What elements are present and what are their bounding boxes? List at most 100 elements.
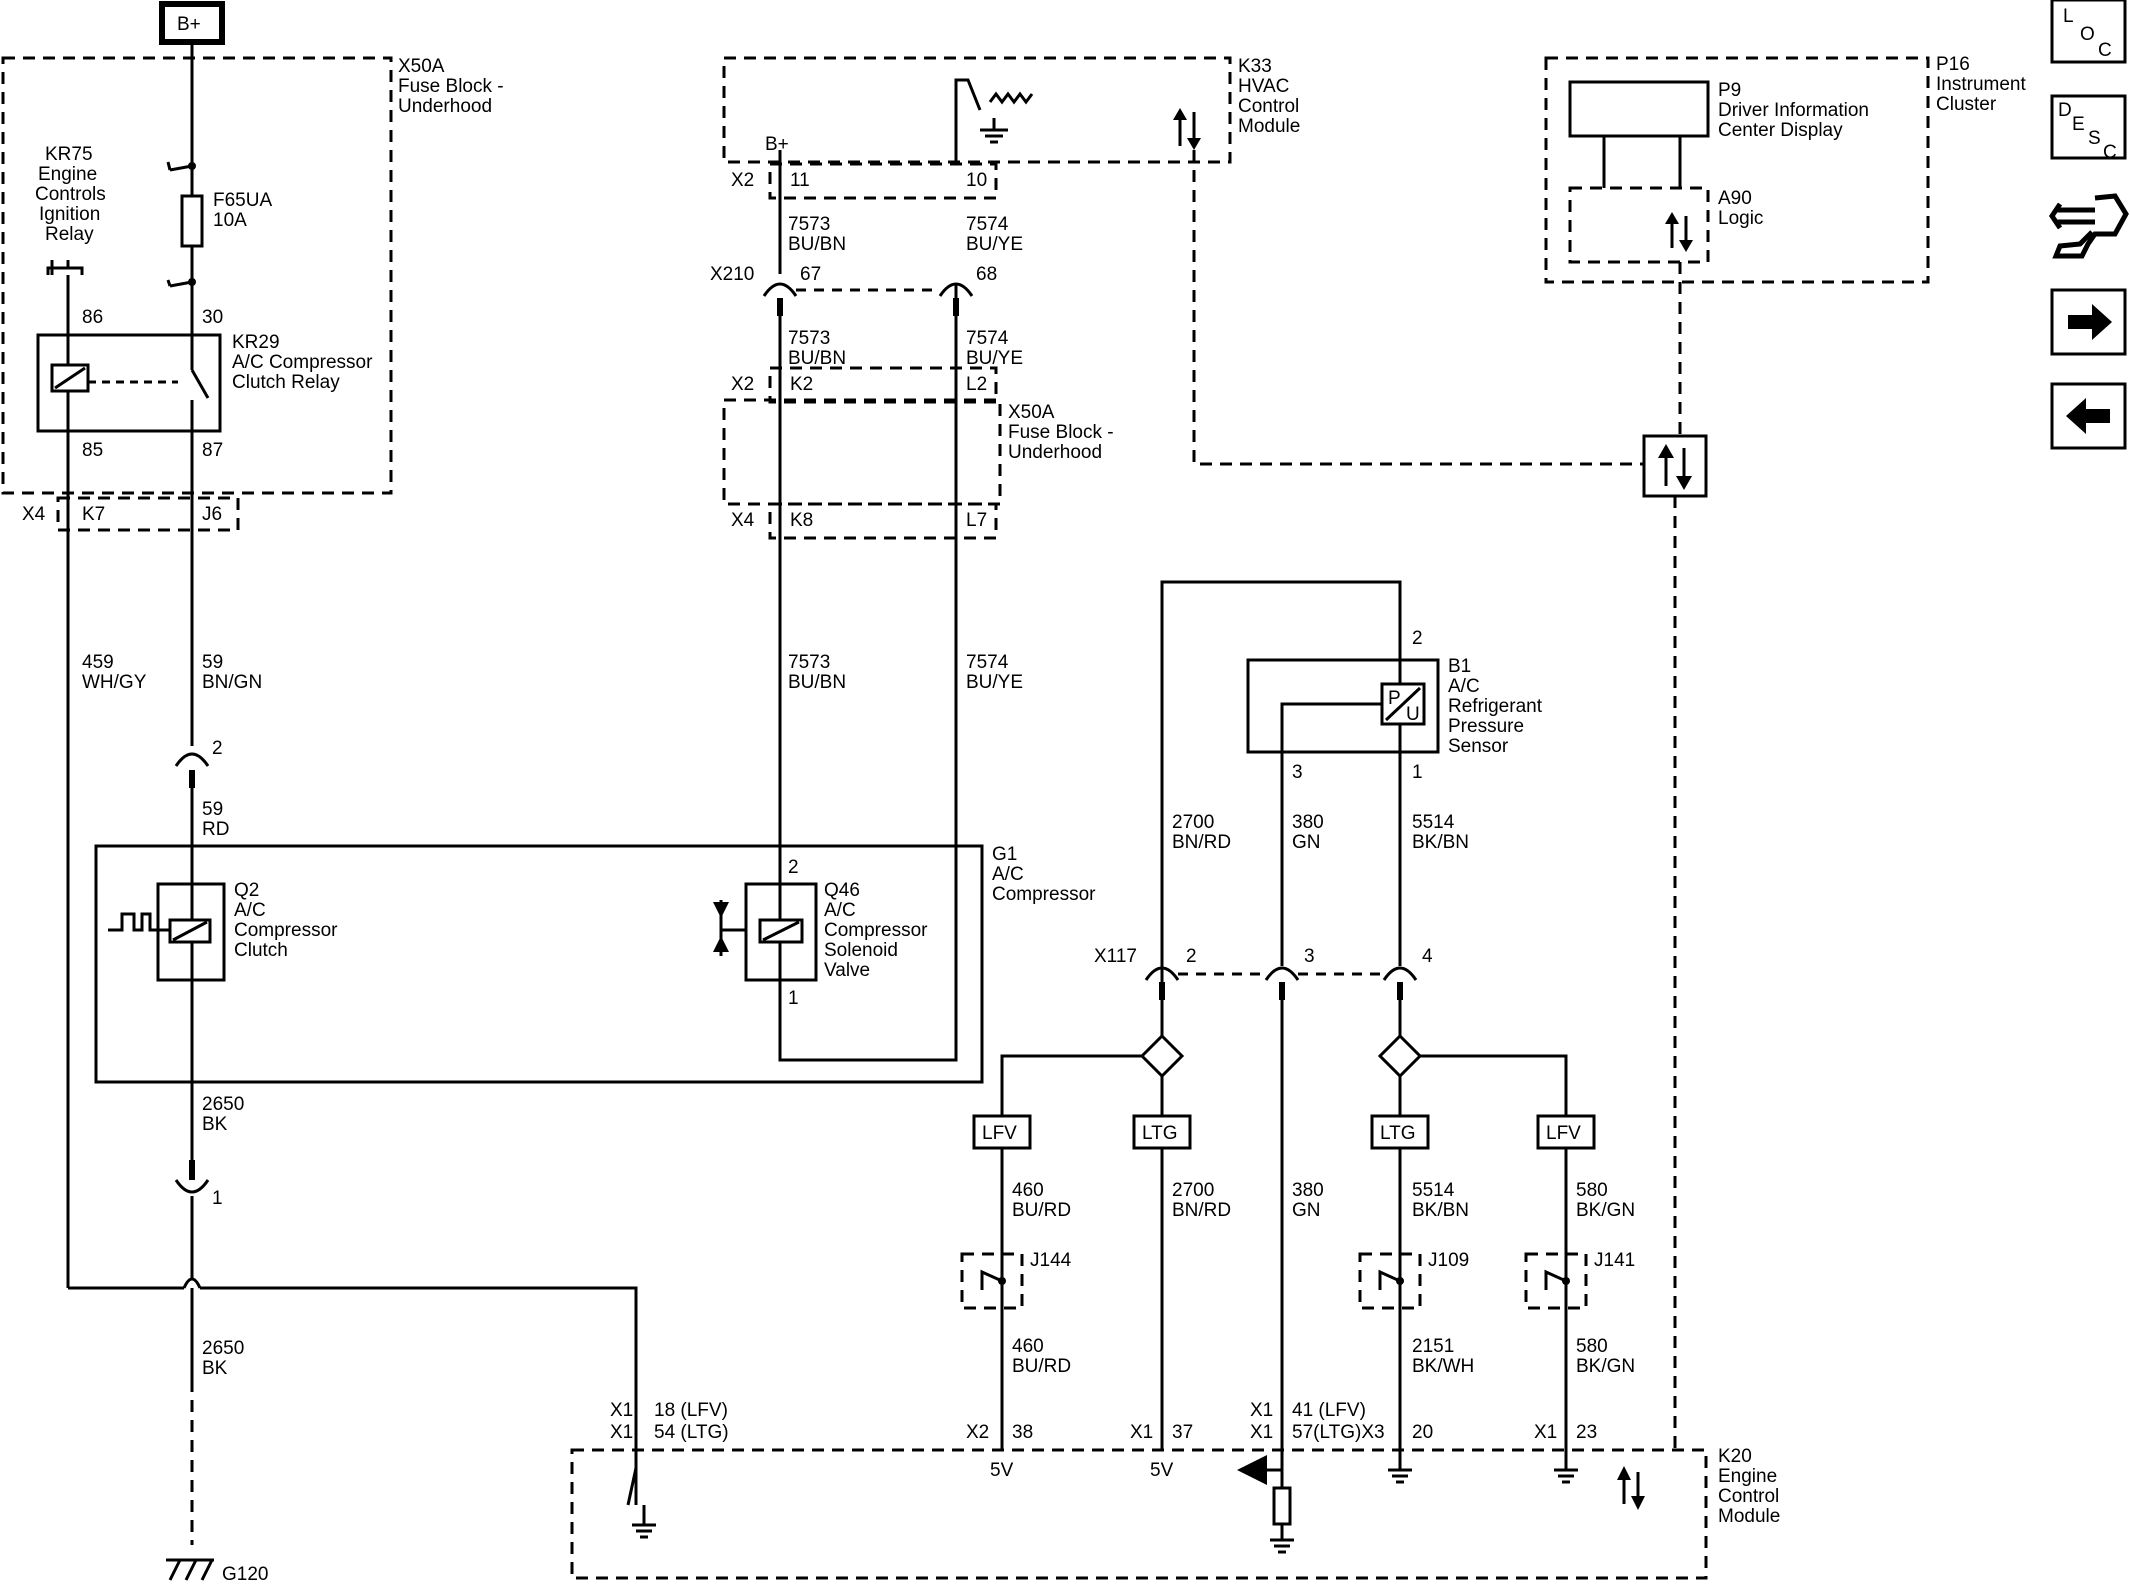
kr29-pin-85: 85: [82, 440, 103, 461]
g1-label-1: G1: [992, 844, 1017, 865]
k20-c-x1: X1: [1130, 1422, 1153, 1443]
wire-7574-color-3: BU/YE: [966, 672, 1023, 693]
wire-2650-num-1: 2650: [202, 1094, 244, 1115]
p16-label-1: P16: [1936, 54, 1970, 75]
b1-pin-2: 2: [1412, 628, 1423, 649]
p16-instrument-cluster: [1544, 56, 1930, 284]
wire-5514-color-2: BK/BN: [1412, 1200, 1469, 1221]
option-ltg-2: [1370, 1114, 1430, 1150]
wire-2700-num-2: 2700: [1172, 1180, 1214, 1201]
p16-label-3: Cluster: [1936, 94, 1997, 115]
q46-label-5: Valve: [824, 960, 870, 981]
b1-pin-1: 1: [1412, 762, 1423, 783]
q2-label-3: Compressor: [234, 920, 338, 941]
wire-580-num-2: 580: [1576, 1336, 1608, 1357]
wire-5514-num-2: 5514: [1412, 1180, 1455, 1201]
x4-label: X4: [22, 504, 46, 525]
x2-pin-10: 10: [966, 170, 987, 191]
k33-hvac-module: [722, 56, 1232, 164]
kr29-switch: [190, 369, 210, 399]
x4-pin-k8: K8: [790, 510, 813, 531]
desc-letter-c: C: [2103, 142, 2117, 163]
svg-text:Ignition: Ignition: [39, 204, 100, 225]
wire-459-color: WH/GY: [82, 672, 147, 693]
kr29-pin-86: 86: [82, 307, 103, 328]
k20-pin-57: 57(LTG)X3: [1292, 1422, 1385, 1443]
j144-label: J144: [1030, 1250, 1072, 1271]
k20-ground-icon-e: [1388, 1468, 1412, 1484]
kr29-label-3: Clutch Relay: [232, 372, 340, 393]
loc-button[interactable]: L O C: [2050, 0, 2127, 64]
wire-7573-color-2: BU/BN: [788, 348, 846, 369]
wire-380-color-2: GN: [1292, 1200, 1321, 1221]
wire-7574-loop: [778, 284, 958, 1062]
x2-connector-mid: [768, 366, 998, 404]
bplus-source: B+: [159, 1, 225, 45]
option-diamond-left: [1139, 1033, 1185, 1079]
wire-380-num-1: 380: [1292, 812, 1324, 833]
connector-tool-icon[interactable]: [2048, 193, 2129, 259]
q46-label-2: A/C: [824, 900, 856, 921]
p9-label-3: Center Display: [1718, 120, 1843, 141]
option-diamond-right: [1377, 1033, 1423, 1079]
x210-connector-b: [938, 282, 974, 297]
b1-label-2: A/C: [1448, 676, 1480, 697]
wire-7573-color-3: BU/BN: [788, 672, 846, 693]
x2-connector-top: [768, 162, 998, 200]
k33-label-4: Module: [1238, 116, 1300, 137]
desc-button[interactable]: D E S C: [2050, 94, 2127, 163]
wire-2700-loop: [1160, 580, 1402, 1002]
k33-serial-data-line: [1192, 150, 1644, 466]
wire-crossover: [182, 1277, 202, 1289]
k20-pin-37: 37: [1172, 1422, 1193, 1443]
prev-page-button[interactable]: [2050, 382, 2127, 450]
next-page-button[interactable]: [2050, 288, 2127, 356]
k33-comm-arrows-icon: [1173, 108, 1201, 150]
k20-d-x1b: X1: [1250, 1422, 1273, 1443]
wire-7574-num-2: 7574: [966, 328, 1009, 349]
k33-label-3: Control: [1238, 96, 1299, 117]
k20-pin-54: 54 (LTG): [654, 1422, 729, 1443]
desc-letter-e: E: [2072, 114, 2085, 135]
j141-label: J141: [1594, 1250, 1635, 1271]
k20-label-4: Module: [1718, 1506, 1780, 1527]
option-lfv-1: [972, 1114, 1032, 1150]
splice-j144: [960, 1252, 1024, 1310]
k20-f-x1: X1: [1534, 1422, 1557, 1443]
wire-7574-color-2: BU/YE: [966, 348, 1023, 369]
p9-display: [1568, 80, 1710, 138]
x117-connector-c: [1382, 966, 1418, 981]
x4-connector-mid: [768, 502, 998, 540]
wire-59rd-num: 59: [202, 799, 223, 820]
arrow-right-icon: [2068, 304, 2112, 340]
q46-label-1: Q46: [824, 880, 860, 901]
x117-connector-a: [1144, 966, 1180, 981]
x4-connector-top: [56, 496, 240, 532]
serial-data-junction-icon: [1642, 434, 1708, 498]
wire-5514-num-1: 5514: [1412, 812, 1455, 833]
k20-comm-arrows-icon: [1617, 1466, 1645, 1510]
p16-label-2: Instrument: [1936, 74, 2026, 95]
g1-label-3: Compressor: [992, 884, 1096, 905]
a90-logic: [1568, 186, 1710, 264]
q2-label-2: A/C: [234, 900, 266, 921]
loc-letter-o: O: [2080, 24, 2095, 45]
wire-459-route: [68, 1286, 638, 1505]
wire-7574-num-1: 7574: [966, 214, 1009, 235]
a90-label-2: Logic: [1718, 208, 1763, 229]
splice-j109: [1358, 1252, 1422, 1310]
x4-pin-k7: K7: [82, 504, 105, 525]
svg-text:Engine: Engine: [38, 164, 97, 185]
ground-g120-icon: [166, 1558, 214, 1581]
inline-connector-1-pin: 1: [212, 1188, 223, 1209]
splice-j141: [1524, 1252, 1588, 1310]
x50a-top-label-1: X50A: [398, 56, 445, 77]
p9-label-1: P9: [1718, 80, 1741, 101]
g1-label-2: A/C: [992, 864, 1024, 885]
q46-pin-2: 2: [788, 857, 799, 878]
kr29-pin-87: 87: [202, 440, 223, 461]
b1-pin-3: 3: [1292, 762, 1303, 783]
k33-ground-icon: [980, 118, 1008, 144]
x2-pin-l2: L2: [966, 374, 987, 395]
k20-pin-41: 41 (LFV): [1292, 1400, 1366, 1421]
